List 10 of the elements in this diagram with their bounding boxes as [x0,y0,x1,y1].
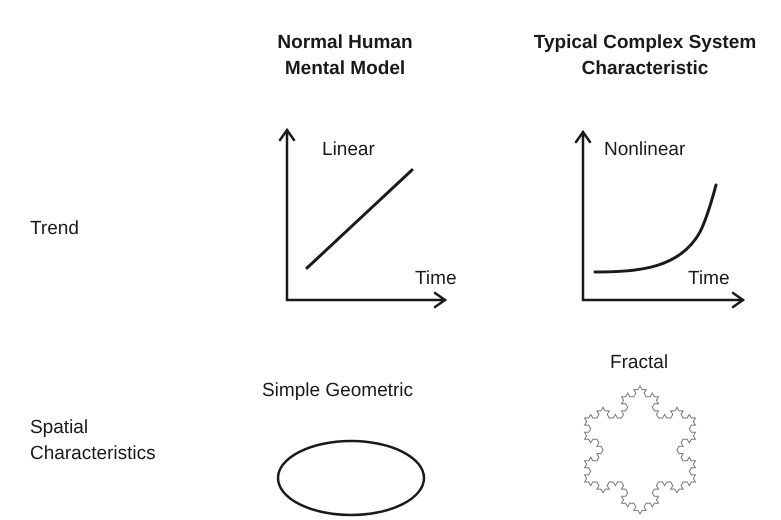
shape-label: Fractal [610,351,668,375]
axis-label: Time [688,267,730,291]
column-heading: Normal Human Mental Model [276,31,414,81]
row-heading: Spatial Characteristics [30,416,157,466]
column-heading: Typical Complex System Characteristic [532,31,758,81]
curve-label: Linear [322,138,375,162]
curve-label: Nonlinear [604,138,686,162]
row-heading: Trend [30,217,79,241]
axis-label: Time [415,267,457,291]
shape-label: Simple Geometric [262,379,413,403]
